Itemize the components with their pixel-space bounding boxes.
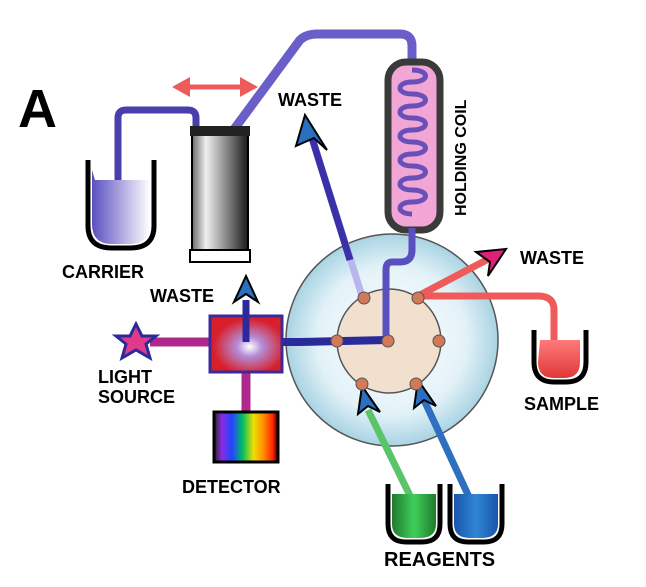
label-waste-right: WASTE — [520, 248, 584, 268]
valve-ports — [330, 291, 446, 391]
sample-line — [416, 247, 558, 340]
label-detector: DETECTOR — [182, 477, 281, 497]
waste-top-arrow — [294, 112, 366, 298]
double-arrow-icon — [172, 77, 258, 97]
label-waste-left: WASTE — [150, 286, 214, 306]
label-light: LIGHT — [98, 367, 152, 387]
tubing-coil-to-valve — [382, 228, 416, 340]
pump-cylinder — [189, 126, 251, 263]
reagent-green-beaker — [385, 484, 443, 545]
label-source: SOURCE — [98, 387, 175, 407]
label-sample: SAMPLE — [524, 394, 599, 414]
tubing-pump-to-coil — [227, 29, 417, 137]
detector-box — [212, 410, 280, 464]
carrier-reservoir — [85, 160, 157, 251]
waste-left-arrow-icon — [231, 273, 261, 305]
label-waste-top: WASTE — [278, 90, 342, 110]
tubing-carrier-to-pump — [114, 106, 200, 210]
panel-letter: A — [18, 79, 57, 139]
holding-coil — [384, 58, 444, 234]
flow-cell — [208, 300, 284, 374]
light-source-star-icon — [111, 320, 161, 362]
label-carrier: CARRIER — [62, 262, 144, 282]
reagent-blue-beaker — [447, 484, 505, 545]
sample-beaker — [531, 330, 589, 385]
label-holding-coil: HOLDING COIL — [453, 99, 470, 216]
label-reagents: REAGENTS — [384, 549, 495, 571]
